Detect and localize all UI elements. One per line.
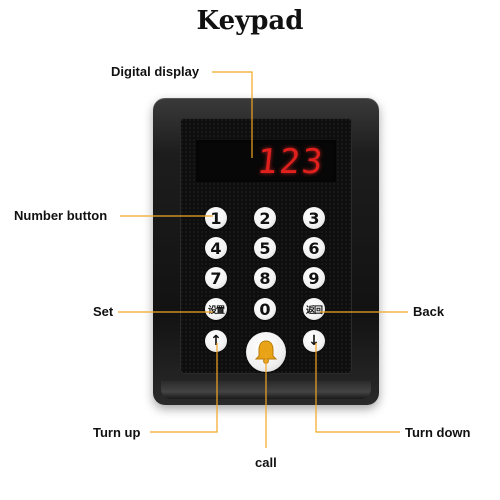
back-button[interactable]: 返回: [303, 298, 325, 320]
key-5[interactable]: 5: [254, 237, 276, 259]
label-turn-up: Turn up: [93, 425, 141, 440]
key-3[interactable]: 3: [303, 207, 325, 229]
label-call: call: [255, 455, 277, 470]
key-8[interactable]: 8: [254, 267, 276, 289]
label-back: Back: [413, 304, 445, 319]
label-number-button: Number button: [14, 208, 108, 223]
page-title: Keypad: [196, 6, 304, 36]
label-digital-display: Digital display: [111, 64, 200, 79]
key-4[interactable]: 4: [205, 237, 227, 259]
leader-turn-up: [150, 343, 218, 433]
label-set: Set: [93, 304, 114, 319]
key-2[interactable]: 2: [254, 207, 276, 229]
key-0[interactable]: 0: [254, 298, 276, 320]
turn-down-button[interactable]: ↓: [303, 330, 325, 352]
leader-turn-down: [315, 343, 400, 433]
key-1[interactable]: 1: [205, 207, 227, 229]
leader-digital-display: [212, 71, 253, 158]
turn-up-button[interactable]: ↑: [205, 330, 227, 352]
key-9[interactable]: 9: [303, 267, 325, 289]
set-button[interactable]: 设置: [205, 298, 227, 320]
digital-display: 123: [196, 140, 336, 182]
key-6[interactable]: 6: [303, 237, 325, 259]
key-7[interactable]: 7: [205, 267, 227, 289]
label-turn-down: Turn down: [405, 425, 471, 440]
